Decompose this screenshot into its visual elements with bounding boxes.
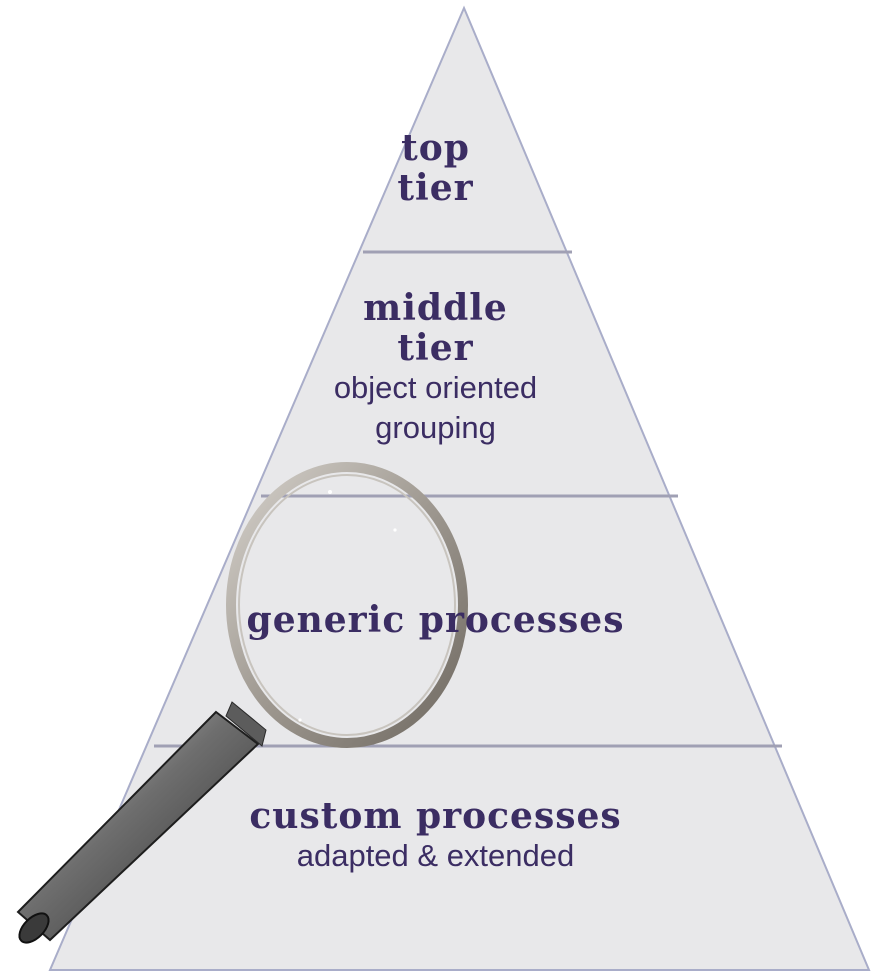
middle-tier-sub2: grouping: [375, 410, 496, 445]
top-tier-line2: tier: [397, 167, 474, 209]
middle-tier-label: middle tier object oriented grouping: [0, 288, 871, 448]
custom-tier-sub: adapted & extended: [296, 838, 575, 873]
top-tier-label: top tier: [0, 128, 871, 208]
middle-tier-line2: tier: [397, 327, 474, 369]
magnifying-glass-icon: [16, 462, 468, 944]
middle-tier-line1: middle: [363, 287, 508, 329]
generic-tier-title: generic processes: [246, 599, 625, 641]
generic-tier-label: generic processes: [0, 600, 871, 640]
custom-tier-label: custom processes adapted & extended: [0, 796, 871, 876]
custom-tier-title: custom processes: [249, 795, 622, 837]
top-tier-line1: top: [401, 127, 470, 169]
middle-tier-sub1: object oriented: [333, 370, 538, 405]
